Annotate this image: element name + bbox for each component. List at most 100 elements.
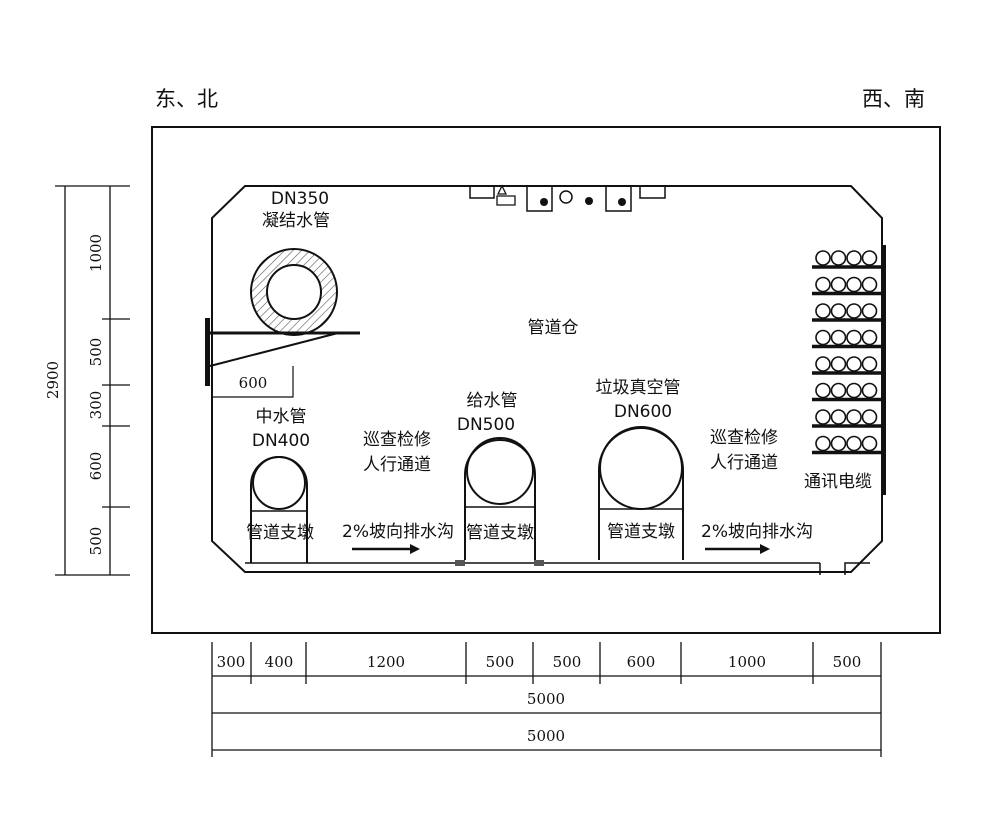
bottom-dimension: 500 bbox=[486, 653, 515, 671]
bottom-total-dimension: 5000 bbox=[527, 727, 565, 745]
cable bbox=[846, 250, 862, 266]
condensate-pipe-size: DN350 bbox=[271, 189, 329, 209]
bottom-total-dimension: 5000 bbox=[527, 690, 565, 708]
cable-tray bbox=[812, 329, 882, 349]
cable bbox=[846, 382, 862, 399]
cable bbox=[861, 276, 878, 293]
left-dimension: 500 bbox=[87, 338, 105, 367]
drainage-ditch bbox=[819, 562, 870, 575]
slope-arrow-icon bbox=[705, 544, 770, 554]
outer-structure-outline bbox=[151, 126, 941, 634]
cable bbox=[830, 409, 847, 425]
walkway-label-1: 巡查检修 bbox=[710, 428, 778, 448]
bottom-dimension: 1000 bbox=[728, 653, 766, 671]
cable-rack-post bbox=[881, 245, 886, 495]
bottom-dimension: 500 bbox=[553, 653, 582, 671]
pipe-chamber-outline bbox=[211, 185, 883, 573]
camera-icon bbox=[540, 198, 548, 206]
chamber-label: 管道仓 bbox=[528, 318, 579, 338]
condensate-pipe-name: 凝结水管 bbox=[262, 211, 330, 231]
cable bbox=[830, 356, 847, 372]
left-total-dimension: 2900 bbox=[44, 361, 62, 399]
walkway-label-2: 人行通道 bbox=[710, 453, 778, 473]
camera-box-icon bbox=[526, 185, 553, 212]
bottom-dimension: 1200 bbox=[367, 653, 405, 671]
cable bbox=[830, 329, 847, 346]
cable-tray bbox=[812, 435, 882, 455]
cable bbox=[830, 382, 847, 399]
left-dimension: 500 bbox=[87, 527, 105, 556]
bracket-dimension-line bbox=[212, 366, 294, 398]
cable bbox=[815, 382, 831, 399]
pipe-support-label: 管道支墩 bbox=[607, 522, 675, 542]
cable bbox=[861, 329, 878, 346]
cable-tray bbox=[812, 409, 882, 428]
cable bbox=[815, 356, 831, 372]
cable bbox=[846, 356, 862, 372]
corner-label-east-north: 东、北 bbox=[155, 87, 218, 111]
bottom-dimension: 600 bbox=[627, 653, 656, 671]
reclaimed-pipe-size: DN400 bbox=[252, 431, 310, 451]
bracket-dimension: 600 bbox=[239, 374, 268, 392]
ceiling-bracket bbox=[639, 186, 666, 199]
lamp-icon bbox=[496, 184, 516, 206]
walkway-label-1: 巡查检修 bbox=[363, 430, 431, 450]
camera-box-icon bbox=[605, 185, 632, 212]
bottom-dimension: 400 bbox=[265, 653, 294, 671]
cable bbox=[830, 303, 847, 319]
walkway-label-2: 人行通道 bbox=[363, 455, 431, 475]
corner-label-west-south: 西、南 bbox=[862, 87, 925, 111]
slope-label: 2%坡向排水沟 bbox=[701, 522, 813, 542]
wall-bracket bbox=[205, 318, 360, 386]
speaker-icon bbox=[585, 197, 593, 205]
cable-trays bbox=[812, 250, 882, 455]
vacuum-pipe-name: 垃圾真空管 bbox=[596, 378, 681, 398]
left-dimension-lines bbox=[55, 185, 130, 576]
slope-label: 2%坡向排水沟 bbox=[342, 522, 454, 542]
cable bbox=[861, 382, 878, 399]
cable bbox=[815, 329, 831, 346]
cable bbox=[846, 303, 862, 319]
cable bbox=[861, 435, 878, 452]
camera-icon bbox=[618, 198, 626, 206]
cable bbox=[846, 409, 862, 425]
floor-marker bbox=[534, 560, 544, 566]
ceiling-fixtures bbox=[469, 184, 666, 212]
bottom-dimension: 500 bbox=[833, 653, 862, 671]
cable bbox=[815, 435, 831, 452]
cable bbox=[846, 329, 862, 346]
cable bbox=[846, 435, 862, 452]
sensor-icon bbox=[559, 190, 573, 204]
cable bbox=[815, 250, 831, 266]
bottom-dimension-lines bbox=[211, 642, 882, 757]
floor-marker bbox=[455, 560, 465, 566]
slope-arrow-icon bbox=[352, 544, 420, 554]
cable bbox=[815, 276, 831, 293]
water-supply-pipe-name: 给水管 bbox=[467, 391, 518, 411]
cable bbox=[861, 250, 878, 266]
cable bbox=[861, 356, 878, 372]
cable-tray bbox=[812, 356, 882, 375]
water-supply-pipe-size: DN500 bbox=[457, 415, 515, 435]
ceiling-bracket bbox=[469, 186, 495, 199]
left-dimension: 300 bbox=[87, 391, 105, 420]
cable-label: 通讯电缆 bbox=[804, 472, 872, 492]
left-dimension: 1000 bbox=[87, 234, 105, 272]
left-dimension: 600 bbox=[87, 452, 105, 481]
bottom-dimension: 300 bbox=[217, 653, 246, 671]
cable bbox=[846, 276, 862, 293]
cable bbox=[861, 303, 878, 319]
cable-tray bbox=[812, 382, 882, 402]
cable-tray bbox=[812, 303, 882, 322]
cable-tray bbox=[812, 276, 882, 296]
cable bbox=[830, 435, 847, 452]
cable bbox=[830, 250, 847, 266]
pipe-support-label: 管道支墩 bbox=[466, 523, 534, 543]
vacuum-waste-pipe bbox=[598, 426, 684, 560]
condensate-pipe bbox=[250, 248, 338, 336]
pipe-support-label: 管道支墩 bbox=[246, 523, 314, 543]
reclaimed-pipe-name: 中水管 bbox=[256, 407, 307, 427]
cable-tray bbox=[812, 250, 882, 269]
reclaimed-water-pipe bbox=[250, 456, 308, 563]
